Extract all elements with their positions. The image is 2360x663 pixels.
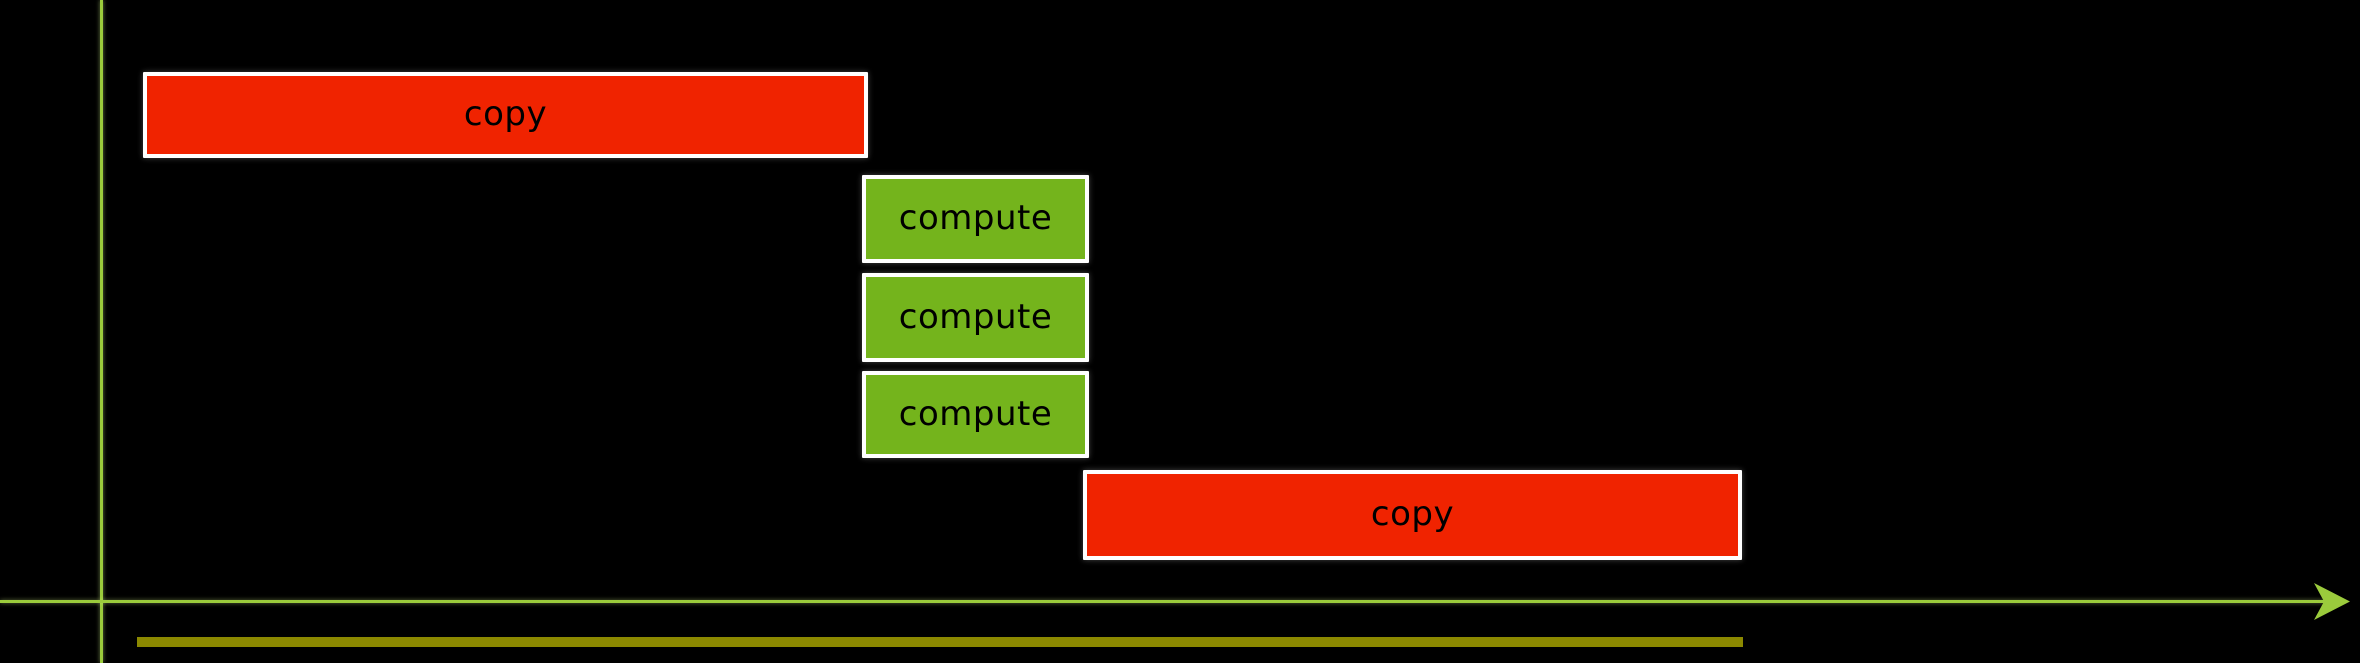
task-label: compute xyxy=(898,296,1053,337)
task-box-compute-2: compute xyxy=(862,273,1089,362)
task-label: copy xyxy=(463,94,548,134)
task-label: copy xyxy=(1370,494,1455,534)
task-label: compute xyxy=(898,198,1053,238)
x-axis-arrowhead-icon xyxy=(2314,583,2350,620)
arrowhead-shape xyxy=(2314,583,2350,620)
y-axis-line xyxy=(100,0,103,663)
x-axis-line xyxy=(0,600,2332,603)
total-duration-bar xyxy=(137,637,1743,647)
task-box-copy-1: copy xyxy=(143,72,868,158)
task-box-compute-3: compute xyxy=(862,371,1089,458)
task-box-copy-2: copy xyxy=(1083,470,1742,560)
task-box-compute-1: compute xyxy=(862,175,1089,263)
task-label: compute xyxy=(898,393,1053,434)
